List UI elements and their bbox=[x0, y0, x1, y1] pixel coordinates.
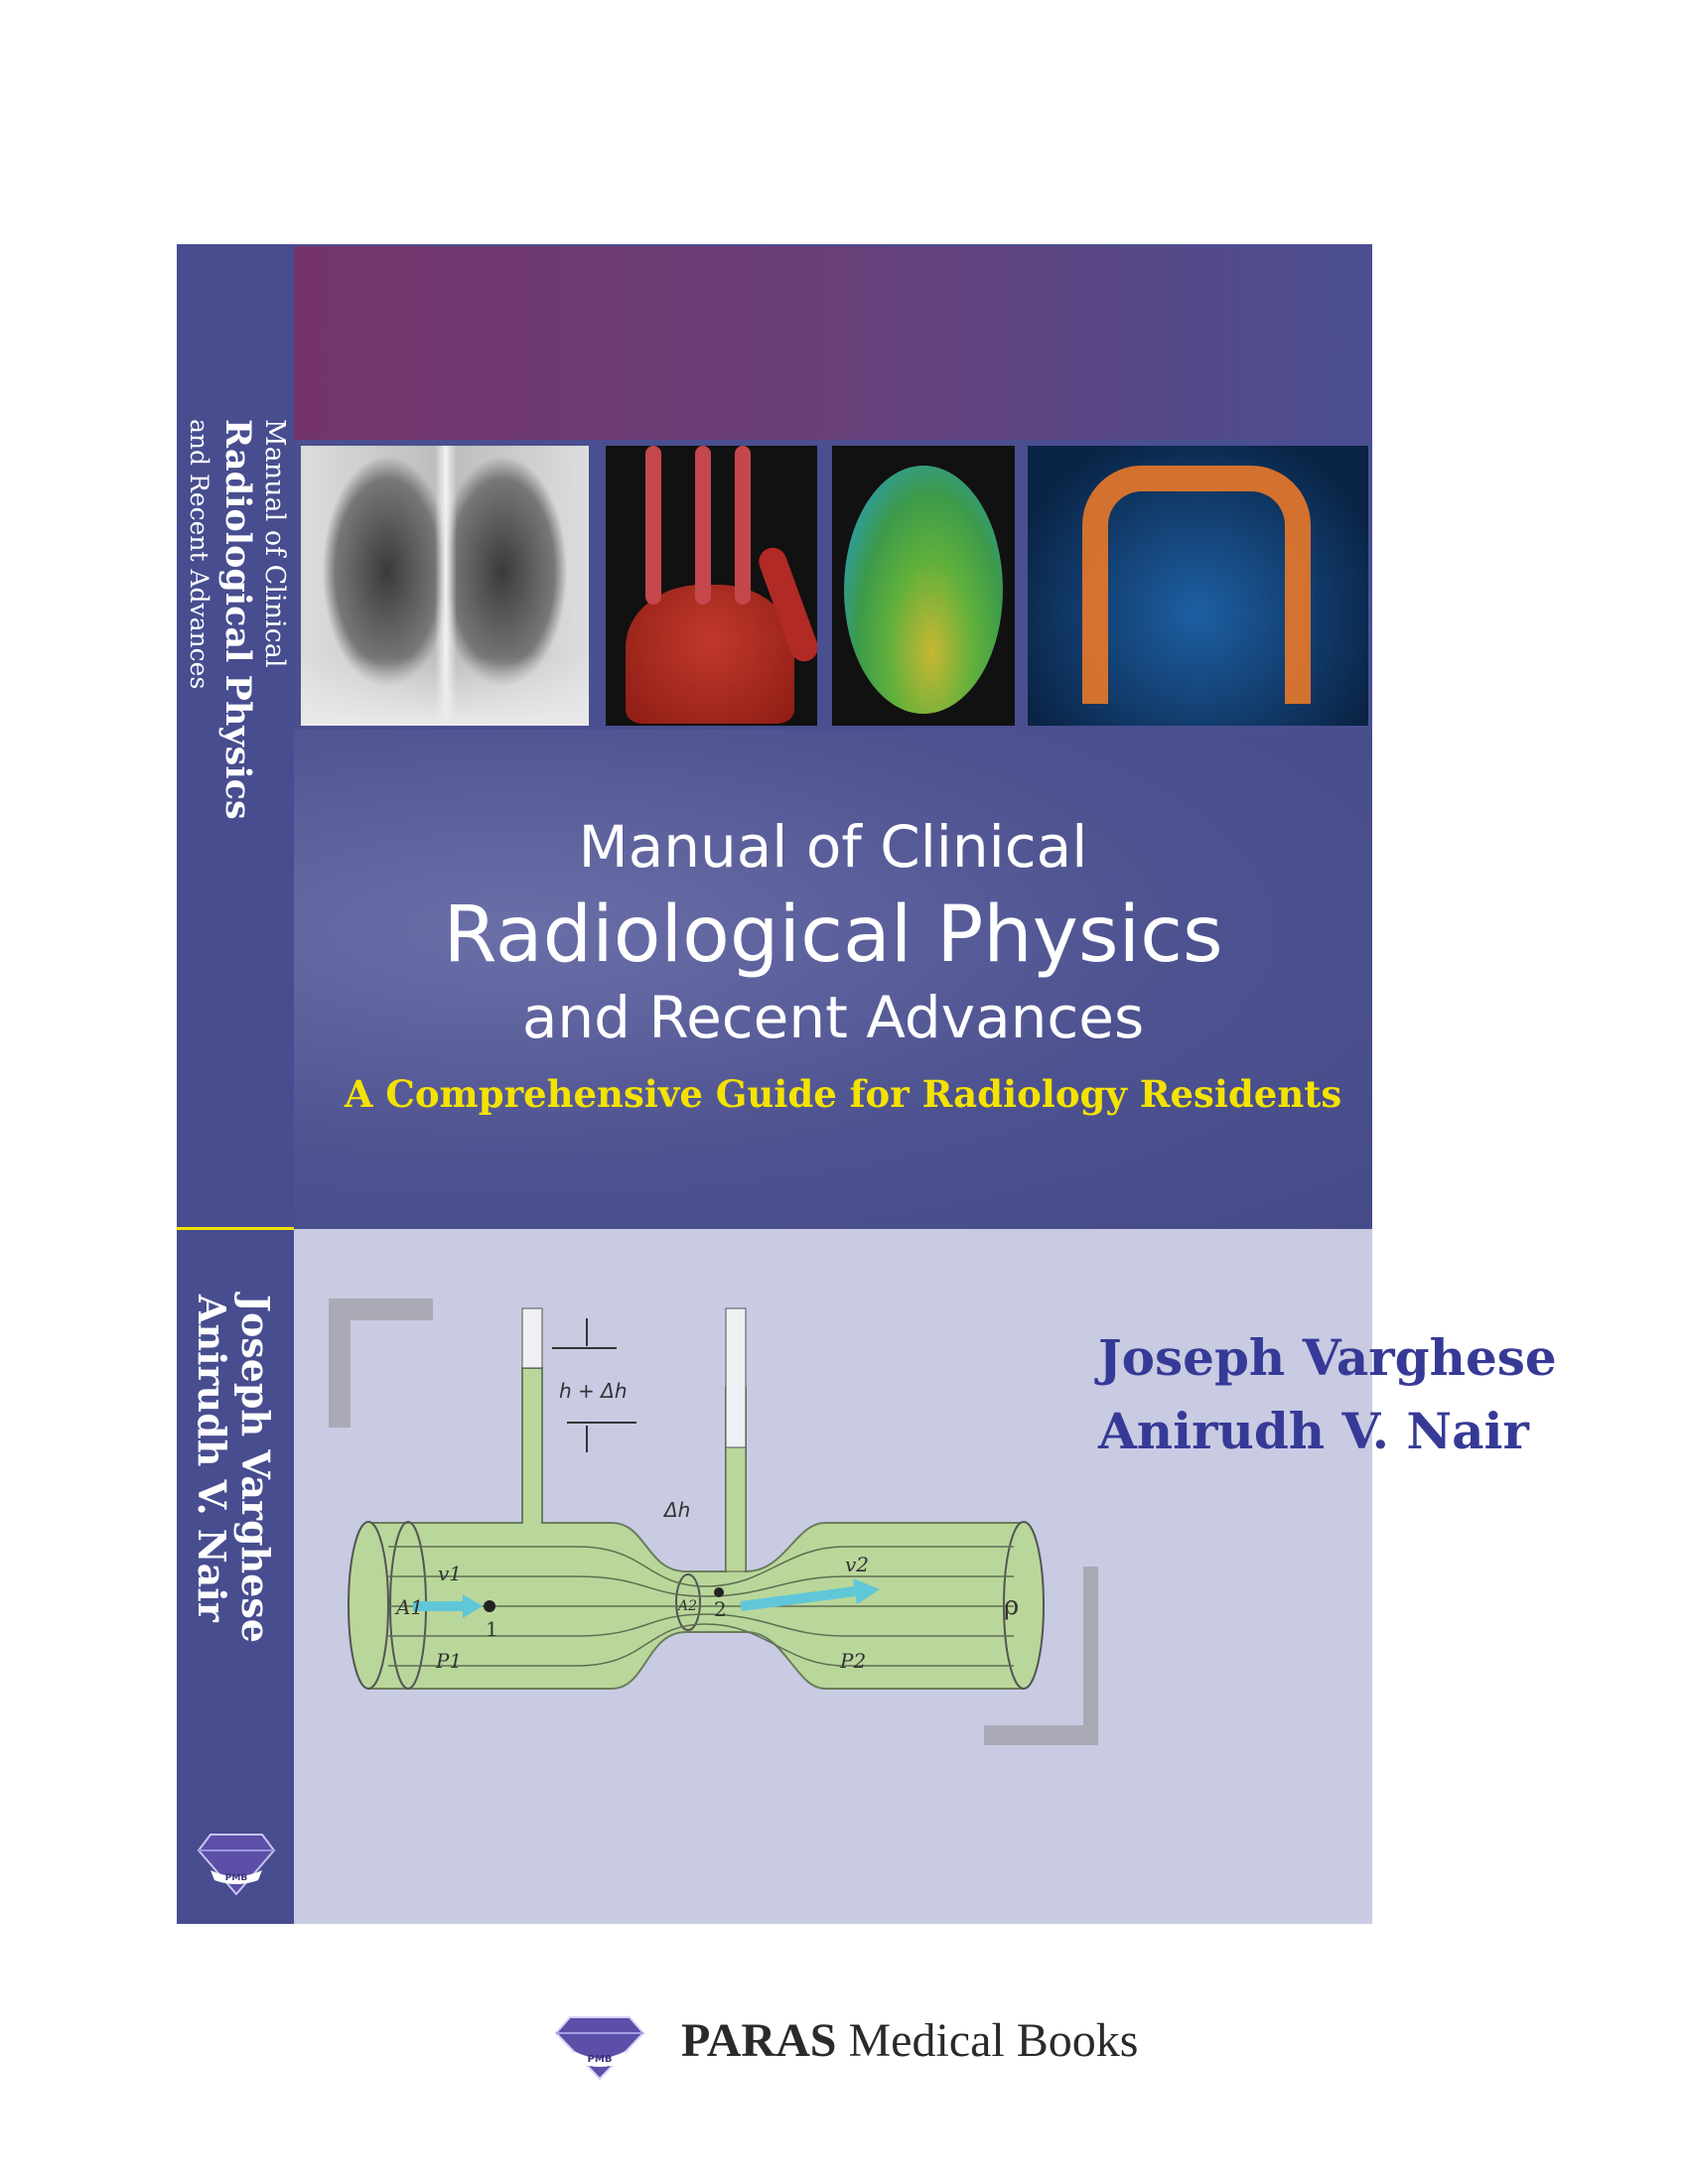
subtitle: A Comprehensive Guide for Radiology Resi… bbox=[344, 1072, 1342, 1116]
publisher-logo-text: PMB bbox=[588, 2054, 613, 2065]
spine-title-line2: Radiological Physics bbox=[217, 419, 258, 820]
label-2: 2 bbox=[714, 1597, 727, 1621]
author-1: Joseph Varghese bbox=[1098, 1328, 1557, 1387]
colon-illustration-image bbox=[1028, 446, 1368, 726]
venturi-diagram: h + Δh Δh A1 v1 1 P1 A2 2 v2 P2 ρ bbox=[329, 1298, 1098, 1745]
title-line3: and Recent Advances bbox=[521, 984, 1145, 1051]
brain-surface-map-image bbox=[832, 446, 1015, 726]
corner-bracket-bottom-right bbox=[984, 1567, 1098, 1745]
publisher-name: PARAS Medical Books bbox=[681, 2013, 1138, 2068]
publisher-logo-icon: PMB bbox=[554, 2016, 645, 2081]
label-v2: v2 bbox=[845, 1553, 869, 1576]
label-h-plus-dh: h + Δh bbox=[559, 1379, 628, 1403]
title-line1: Manual of Clinical bbox=[578, 813, 1088, 881]
spine-divider bbox=[177, 1227, 294, 1230]
book-cover: Manual of Clinical Radiological Physics … bbox=[177, 244, 1557, 2081]
title-area: Manual of Clinical Radiological Physics … bbox=[294, 730, 1372, 1229]
title-line2: Radiological Physics bbox=[443, 890, 1223, 980]
spine: Manual of Clinical Radiological Physics … bbox=[177, 244, 294, 1924]
spine-logo-text: PMB bbox=[225, 1873, 248, 1883]
spine-author-1: Joseph Varghese bbox=[233, 1295, 278, 1643]
spine-author-2: Anirudh V. Nair bbox=[190, 1295, 234, 1622]
top-color-band bbox=[294, 246, 1372, 440]
label-v1: v1 bbox=[438, 1562, 462, 1585]
corner-bracket-top-left bbox=[329, 1298, 433, 1428]
spine-title-line3: and Recent Advances bbox=[185, 419, 213, 690]
chest-xray-image bbox=[301, 446, 589, 726]
label-a1: A1 bbox=[394, 1595, 423, 1619]
label-dh: Δh bbox=[662, 1498, 690, 1522]
medical-images-row bbox=[294, 440, 1372, 730]
spine-publisher-logo-icon: PMB bbox=[197, 1834, 276, 1896]
label-p2: P2 bbox=[839, 1649, 866, 1673]
label-a2: A2 bbox=[676, 1598, 697, 1614]
label-1: 1 bbox=[486, 1617, 498, 1641]
publisher-name-bold: PARAS bbox=[681, 2014, 837, 2067]
author-2: Anirudh V. Nair bbox=[1098, 1402, 1529, 1460]
label-rho: ρ bbox=[1004, 1591, 1019, 1621]
hand-3d-ct-image bbox=[606, 446, 817, 726]
spine-title-line1: Manual of Clinical bbox=[259, 419, 290, 668]
label-p1: P1 bbox=[435, 1649, 462, 1673]
lower-section: Joseph Varghese Anirudh V. Nair bbox=[294, 1229, 1557, 2081]
publisher-name-rest: Medical Books bbox=[836, 2014, 1139, 2067]
